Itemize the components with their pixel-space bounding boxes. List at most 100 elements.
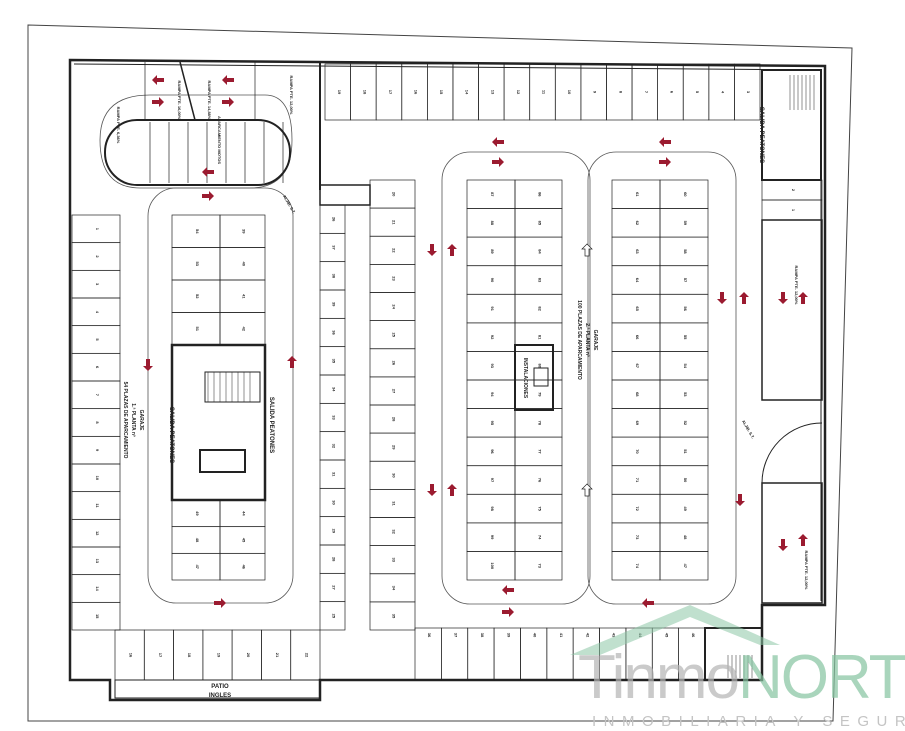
parking-space-number: 65 <box>635 306 640 311</box>
parking-space-number: 16 <box>129 653 134 658</box>
parking-space-number: 7 <box>644 91 649 94</box>
parking-space <box>290 629 321 681</box>
parking-space-number: 13 <box>490 90 495 95</box>
parking-space-number: 71 <box>635 478 640 483</box>
parking-space-number: 50 <box>683 478 688 483</box>
parking-space-number: 53 <box>683 392 688 397</box>
ramp-right-top <box>761 219 823 401</box>
parking-space-number: 17 <box>158 653 163 658</box>
stair-flight <box>204 371 261 403</box>
center-lane-loop <box>441 151 591 605</box>
direction-arrow-icon <box>222 97 234 107</box>
parking-space <box>219 552 266 581</box>
parking-space-number: 2 <box>791 189 796 192</box>
parking-space-number: 39 <box>242 229 247 234</box>
parking-space-number: 19 <box>217 653 222 658</box>
parking-space-number: 4 <box>95 311 100 314</box>
direction-arrow-icon <box>447 244 457 256</box>
parking-space-number: 97 <box>490 478 495 483</box>
parking-space-number: 46 <box>242 564 247 569</box>
aparcamiento-motos-label: APARCAMIENTO MOTOS <box>217 116 222 164</box>
parking-space-number: 81 <box>538 335 543 340</box>
parking-space-number: 26 <box>332 217 337 222</box>
traffic-arrows <box>143 75 808 617</box>
left-garage-label-2: 1.ª PLANTA nº <box>130 403 136 437</box>
right-garage-label-1: GARAJE <box>592 330 598 352</box>
parking-space-number: 45 <box>242 538 247 543</box>
site-boundary <box>27 24 853 722</box>
parking-space-number: 5 <box>695 91 700 94</box>
parking-space-number: 48 <box>195 538 200 543</box>
parking-space-number: 46 <box>691 633 696 638</box>
direction-arrow-icon <box>143 359 153 371</box>
parking-space-number: 44 <box>638 633 643 638</box>
parking-space-number: 45 <box>664 633 669 638</box>
parking-space-number: 25 <box>332 614 337 619</box>
direction-arrow-icon <box>735 494 745 506</box>
parking-space-number: 91 <box>490 306 495 311</box>
direction-arrow-icon <box>502 585 514 595</box>
parking-space-number: 33 <box>392 557 397 562</box>
parking-space-number: 7 <box>95 394 100 397</box>
parking-space <box>659 551 709 581</box>
parking-space-number: 27 <box>392 389 397 394</box>
parking-space-number: 16 <box>414 90 419 95</box>
parking-space-number: 57 <box>683 278 688 283</box>
parking-space-number: 70 <box>635 449 640 454</box>
parking-space-number: 69 <box>635 421 640 426</box>
parking-space-number: 40 <box>533 633 538 638</box>
patio-ingles-label-2: INGLES <box>209 693 231 699</box>
parking-space-number: 96 <box>490 449 495 454</box>
direction-arrow-outline-icon <box>581 483 593 497</box>
left-garage-label-1: GARAJE <box>138 410 144 432</box>
ramp-divider <box>179 61 196 121</box>
direction-arrow-icon <box>778 292 788 304</box>
direction-arrow-icon <box>717 292 727 304</box>
parking-space-number: 31 <box>332 472 337 477</box>
parking-space-number: 36 <box>332 330 337 335</box>
direction-arrow-outline-icon <box>581 243 593 257</box>
parking-space-number: 10 <box>567 90 572 95</box>
direction-arrow-icon <box>222 75 234 85</box>
parking-space-number: 13 <box>95 559 100 564</box>
parking-space-number: 58 <box>683 249 688 254</box>
parking-space-number: 53 <box>195 262 200 267</box>
parking-space-number: 22 <box>392 248 397 253</box>
ramp-label-top-left-a: RAMPA PTE. 16,00% <box>177 81 182 120</box>
parking-space-number: 42 <box>585 633 590 638</box>
parking-space-number: 84 <box>538 249 543 254</box>
parking-space-number: 41 <box>559 633 564 638</box>
parking-space-number: 62 <box>635 221 640 226</box>
direction-arrow-icon <box>427 484 437 496</box>
parking-space-number: 37 <box>332 245 337 250</box>
salida-peatones-top-right: SALIDA PEATONES <box>758 107 764 163</box>
parking-space-number: 41 <box>242 294 247 299</box>
parking-space-number: 42 <box>242 327 247 332</box>
parking-space-number: 34 <box>392 586 397 591</box>
parking-space-number: 21 <box>392 220 397 225</box>
parking-space-number: 15 <box>95 614 100 619</box>
salida-peatones-left: SALIDA PEATONES <box>168 407 174 463</box>
parking-space-number: 6 <box>669 91 674 94</box>
direction-arrow-icon <box>287 356 297 368</box>
parking-space-number: 77 <box>538 449 543 454</box>
watermark-brand-left: Tinmo <box>578 643 740 712</box>
parking-space-number: 10 <box>95 476 100 481</box>
parking-space-number: 74 <box>635 563 640 568</box>
parking-space-number: 48 <box>683 535 688 540</box>
parking-space-number: 2 <box>95 255 100 258</box>
parking-space-number: 47 <box>195 564 200 569</box>
direction-arrow-icon <box>798 292 808 304</box>
parking-space-number: 87 <box>490 192 495 197</box>
parking-space-number: 32 <box>392 529 397 534</box>
aljib-label-right: ALJIB. S.T. <box>741 419 756 439</box>
direction-arrow-icon <box>642 598 654 608</box>
salida-peatones-core: SALIDA PEATONES <box>268 397 274 453</box>
